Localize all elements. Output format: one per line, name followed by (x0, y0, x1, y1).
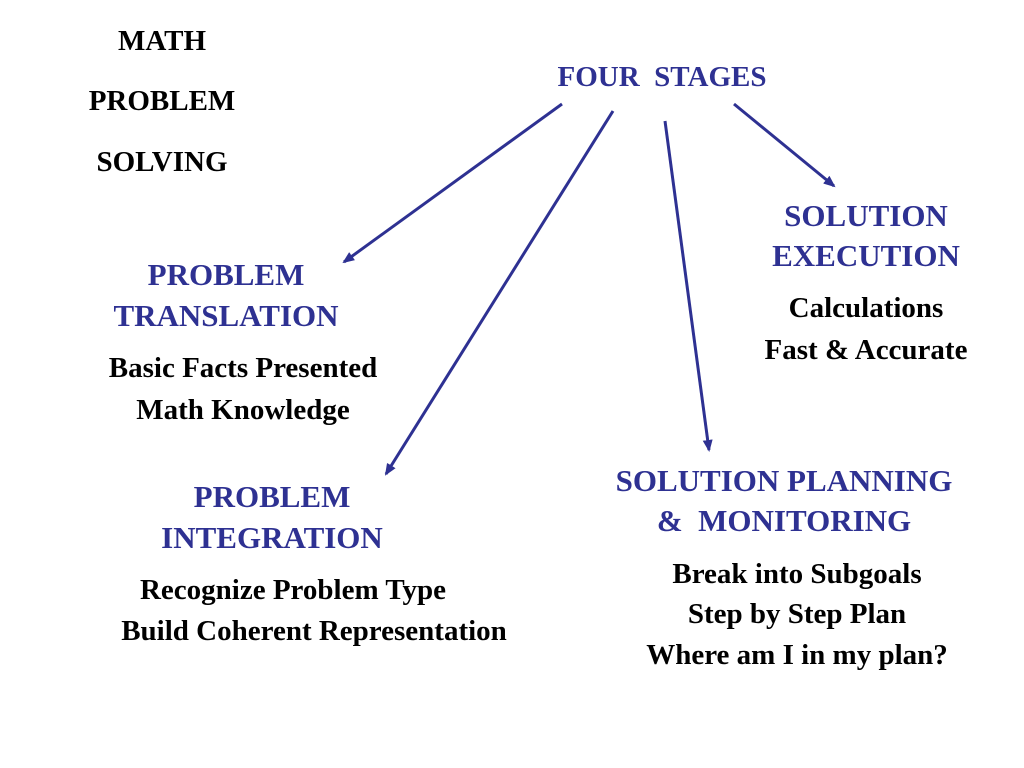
planning-heading-line-1: SOLUTION PLANNING (615, 463, 953, 498)
translation-heading-line-2: TRANSLATION (113, 298, 339, 333)
arrow-to-translation (342, 102, 563, 264)
planning-heading-line-2: & MONITORING (656, 503, 912, 538)
arrow-to-execution (733, 102, 836, 188)
title-line-math: MATH (117, 25, 207, 57)
execution-detail: Fast & Accurate (764, 334, 968, 366)
planning-detail: Step by Step Plan (687, 598, 907, 630)
translation-detail: Basic Facts Presented (108, 352, 378, 384)
title-line-solving: SOLVING (96, 146, 228, 178)
execution-detail: Calculations (788, 292, 944, 324)
execution-heading-line-2: EXECUTION (772, 238, 960, 273)
arrow-to-planning (663, 120, 713, 452)
title-line-problem: PROBLEM (88, 85, 236, 117)
integration-heading-line-1: PROBLEM (193, 479, 351, 514)
integration-heading-line-2: INTEGRATION (161, 520, 383, 555)
root-node-label: FOUR STAGES (557, 61, 767, 93)
translation-detail: Math Knowledge (136, 394, 350, 426)
integration-detail: Recognize Problem Type (139, 574, 447, 606)
integration-detail: Build Coherent Representation (121, 615, 507, 647)
arrow-to-integration (384, 110, 615, 476)
translation-heading-line-1: PROBLEM (147, 257, 305, 292)
planning-detail: Break into Subgoals (672, 558, 922, 590)
planning-detail: Where am I in my plan? (646, 639, 948, 671)
execution-heading-line-1: SOLUTION (784, 198, 948, 233)
